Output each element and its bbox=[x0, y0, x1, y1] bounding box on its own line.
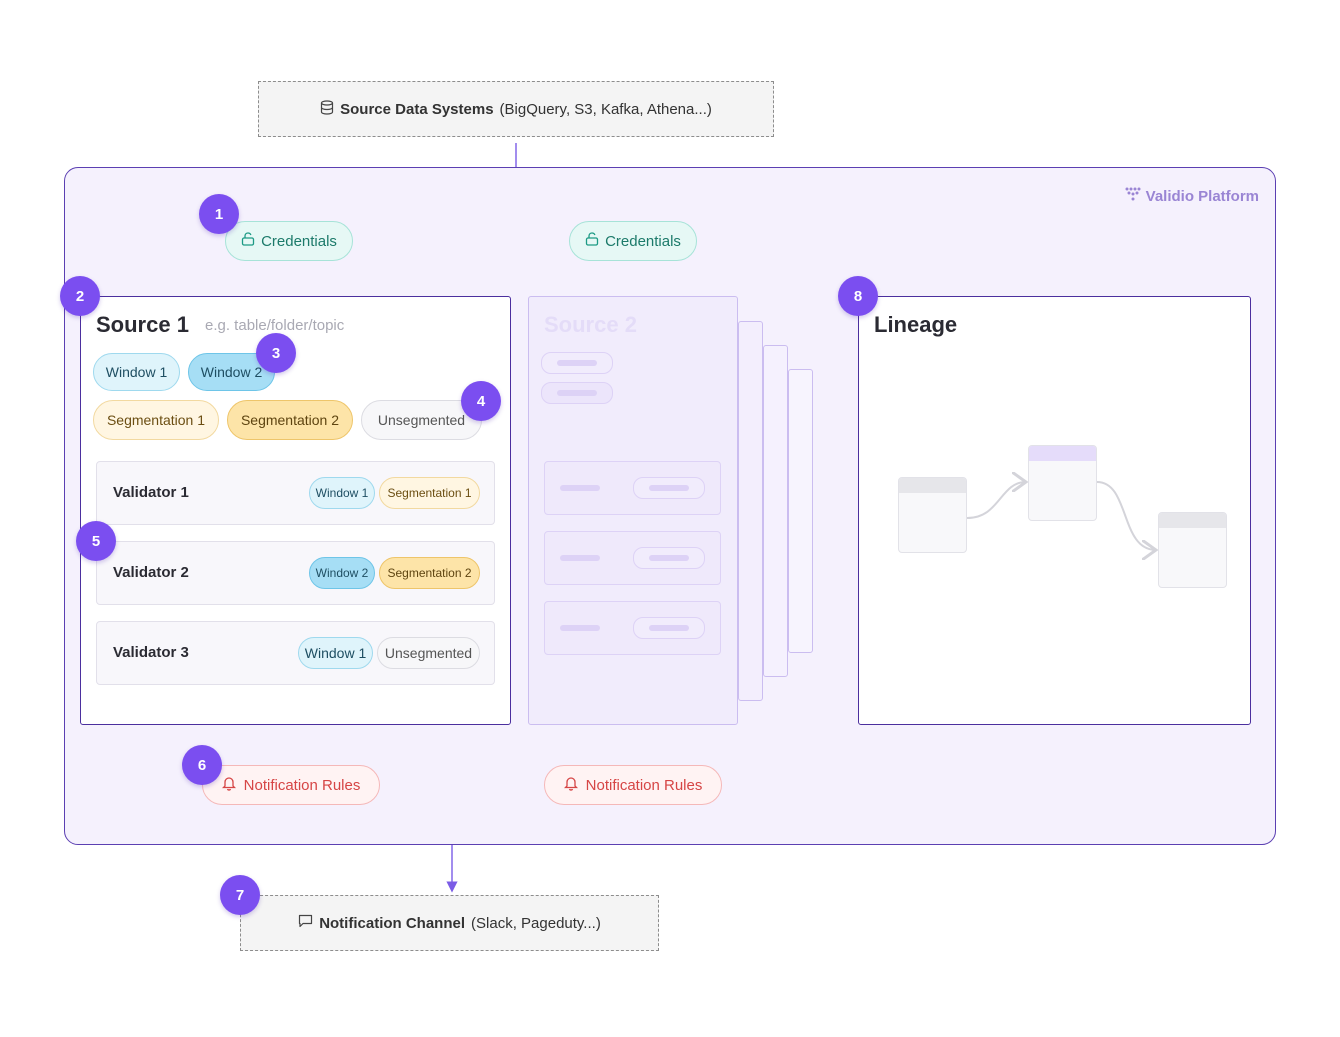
chat-bubble-icon bbox=[298, 914, 313, 932]
database-icon bbox=[320, 99, 334, 119]
step-badge-1: 1 bbox=[199, 194, 239, 234]
placeholder-bar bbox=[557, 360, 597, 366]
bell-icon bbox=[221, 776, 236, 795]
source-stack-layer-3 bbox=[763, 345, 788, 677]
validator-window-pill[interactable]: Window 2 bbox=[309, 557, 375, 589]
placeholder-bar bbox=[560, 555, 600, 561]
validator-2-row[interactable]: Validator 2 Window 2 Segmentation 2 bbox=[96, 541, 495, 605]
step-badge-6: 6 bbox=[182, 745, 222, 785]
segmentation-1-pill[interactable]: Segmentation 1 bbox=[93, 400, 219, 440]
validio-logo-icon bbox=[1125, 187, 1141, 205]
lineage-node-3 bbox=[1158, 512, 1227, 588]
validator-1-row[interactable]: Validator 1 Window 1 Segmentation 1 bbox=[96, 461, 495, 525]
step-badge-4: 4 bbox=[461, 381, 501, 421]
platform-label-text: Validio Platform bbox=[1145, 187, 1259, 205]
source-2-title: Source 2 bbox=[544, 312, 637, 337]
validator-segmentation-pill[interactable]: Segmentation 1 bbox=[379, 477, 480, 509]
validator-name: Validator 1 bbox=[113, 484, 189, 501]
lineage-edges bbox=[966, 470, 1170, 570]
notification-channel-box: Notification Channel (Slack, Pageduty...… bbox=[240, 895, 659, 951]
validator-window-pill[interactable]: Window 1 bbox=[309, 477, 375, 509]
validator-name: Validator 3 bbox=[113, 644, 189, 661]
unlock-icon bbox=[585, 232, 599, 250]
validator-name: Validator 2 bbox=[113, 564, 189, 581]
source-1-title: Source 1 bbox=[96, 312, 189, 337]
source-stack-layer-2 bbox=[738, 321, 763, 701]
step-badge-3: 3 bbox=[256, 333, 296, 373]
lineage-node-2 bbox=[1028, 445, 1097, 521]
validator-segmentation-pill[interactable]: Segmentation 2 bbox=[379, 557, 480, 589]
notification-rules-label: Notification Rules bbox=[243, 776, 361, 794]
step-badge-7: 7 bbox=[220, 875, 260, 915]
placeholder-bar bbox=[557, 390, 597, 396]
notification-channel-detail: (Slack, Pageduty...) bbox=[471, 914, 601, 932]
credentials-label: Credentials bbox=[261, 232, 337, 250]
validator-window-pill[interactable]: Window 1 bbox=[298, 637, 373, 669]
lineage-node-1 bbox=[898, 477, 967, 553]
placeholder-bar bbox=[649, 625, 689, 631]
source-stack-layer-4 bbox=[788, 369, 813, 653]
placeholder-bar bbox=[649, 485, 689, 491]
source-data-systems-title: Source Data Systems bbox=[340, 100, 494, 118]
validator-3-row[interactable]: Validator 3 Window 1 Unsegmented bbox=[96, 621, 495, 685]
validator-segmentation-pill[interactable]: Unsegmented bbox=[377, 637, 480, 669]
notification-rules-pill-2[interactable]: Notification Rules bbox=[544, 765, 722, 805]
credentials-pill-1[interactable]: Credentials bbox=[225, 221, 353, 261]
window-1-pill[interactable]: Window 1 bbox=[93, 353, 180, 391]
step-badge-2: 2 bbox=[60, 276, 100, 316]
notification-rules-pill-1[interactable]: Notification Rules bbox=[202, 765, 380, 805]
step-badge-5: 5 bbox=[76, 521, 116, 561]
unlock-icon bbox=[241, 232, 255, 250]
notification-channel-title: Notification Channel bbox=[319, 914, 466, 932]
lineage-title: Lineage bbox=[874, 312, 958, 337]
step-badge-8: 8 bbox=[838, 276, 878, 316]
source-data-systems-detail: (BigQuery, S3, Kafka, Athena...) bbox=[499, 100, 712, 118]
bell-icon bbox=[563, 776, 578, 795]
placeholder-bar bbox=[560, 485, 600, 491]
source-data-systems-box: Source Data Systems (BigQuery, S3, Kafka… bbox=[258, 81, 774, 137]
segmentation-2-pill[interactable]: Segmentation 2 bbox=[227, 400, 353, 440]
placeholder-bar bbox=[649, 555, 689, 561]
notification-rules-label: Notification Rules bbox=[585, 776, 703, 794]
platform-label: Validio Platform bbox=[1125, 187, 1259, 205]
credentials-label: Credentials bbox=[605, 232, 681, 250]
source-1-hint: e.g. table/folder/topic bbox=[205, 317, 345, 334]
credentials-pill-2[interactable]: Credentials bbox=[569, 221, 697, 261]
placeholder-bar bbox=[560, 625, 600, 631]
